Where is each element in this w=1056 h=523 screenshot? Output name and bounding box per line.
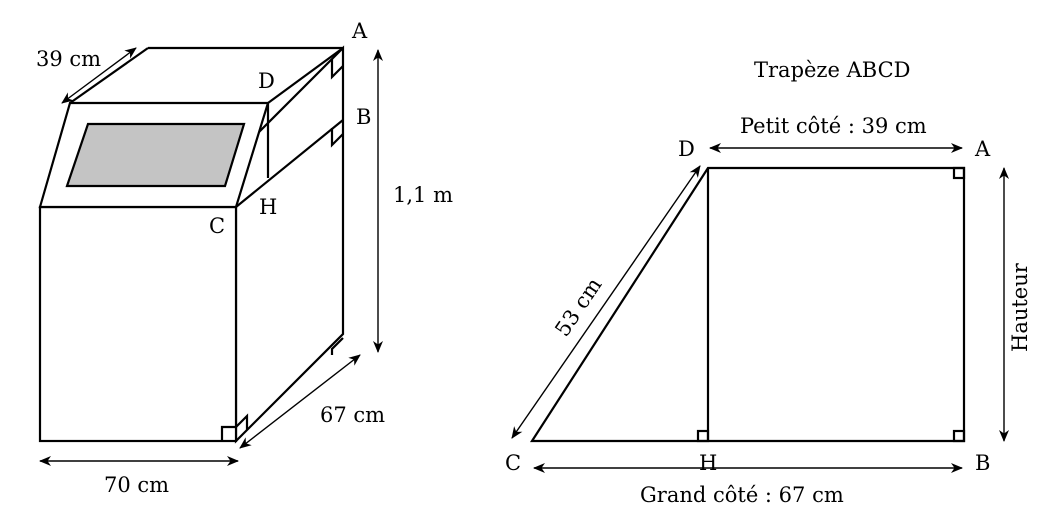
trapezoid: Trapèze ABCD D A C H B Petit côté : 39 c…: [505, 58, 1032, 507]
right-angle-marker-ab-a: [952, 166, 966, 180]
box-label-a: A: [351, 19, 368, 43]
trap-dim-petit-cote: Petit côté : 39 cm: [740, 114, 927, 138]
arrow-39cm: [61, 47, 137, 104]
trap-label-d: D: [678, 137, 695, 161]
trap-dim-hauteur: Hauteur: [1008, 262, 1032, 352]
right-angle-marker-h: [696, 429, 710, 443]
right-angle-marker-ab-b: [952, 429, 966, 443]
arrow-53cm: [511, 165, 701, 439]
box-front-face: [38, 205, 238, 443]
arrow-67cm: [239, 354, 361, 449]
box-label-c: C: [209, 214, 225, 238]
right-angle-marker-a: [330, 59, 344, 80]
right-angle-marker-b: [330, 128, 344, 148]
trap-label-b: B: [975, 451, 990, 475]
box-dim-67cm: 67 cm: [320, 403, 385, 427]
box-h-edge: [235, 119, 344, 208]
box-dim-1-1m: 1,1 m: [393, 183, 453, 207]
right-angle-marker-bottom: [220, 425, 236, 441]
box-screen: [65, 122, 246, 188]
right-angle-marker-side-mid: [330, 337, 344, 355]
trapezoid-title: Trapèze ABCD: [754, 58, 911, 82]
trap-dim-53cm: 53 cm: [550, 273, 606, 340]
trap-dim-grand-cote: Grand côté : 67 cm: [640, 483, 844, 507]
box-label-b: B: [356, 105, 371, 129]
trap-label-a: A: [974, 137, 991, 161]
box-dim-70cm: 70 cm: [104, 473, 169, 497]
box-label-h: H: [259, 195, 277, 219]
trapezoid-outline: [529, 166, 966, 443]
box-label-d: D: [258, 69, 275, 93]
box-3d: A B D H C 39 cm 1,1 m 67 cm 70 cm: [36, 19, 453, 497]
trap-label-c: C: [505, 451, 521, 475]
box-dim-39cm: 39 cm: [36, 47, 101, 71]
box-d-edge: [267, 47, 344, 104]
trap-label-h: H: [699, 451, 717, 475]
